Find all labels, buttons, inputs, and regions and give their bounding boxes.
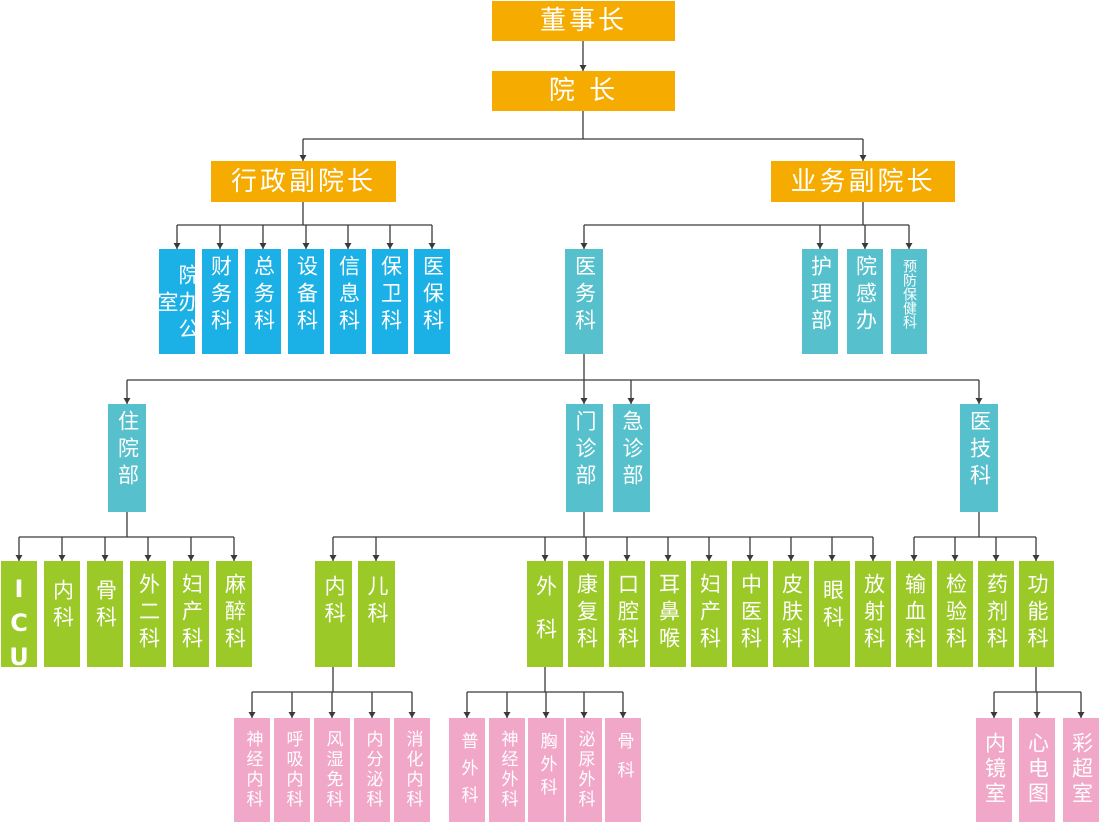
node-internal-gastroenterology: 消化内科	[394, 718, 430, 822]
node-outpatient-stomatology: 口腔科	[609, 561, 645, 667]
node-preventive-care: 预防保健科	[891, 249, 927, 354]
node-icu: ICU	[1, 561, 37, 677]
node-office: 院办公室	[155, 249, 200, 354]
node-function-endoscopy: 内镜室	[976, 718, 1012, 822]
node-surgery-thoracic: 胸外科	[528, 718, 564, 822]
node-chairman: 董事长	[492, 1, 675, 41]
node-tech-transfusion: 输血科	[896, 561, 932, 667]
node-function-ecg: 心电图	[1019, 718, 1055, 822]
node-medical-affairs: 医务科	[565, 249, 603, 354]
node-surgery-ortho: 骨科	[605, 718, 641, 822]
node-outpatient-dermatology: 皮肤科	[773, 561, 809, 667]
node-outpatient-ophthalmology: 眼科	[814, 561, 850, 667]
node-inpatient-orthopedics: 骨科	[87, 561, 123, 667]
node-infection-control: 院感办	[847, 249, 883, 354]
node-business-vp: 业务副院长	[771, 161, 955, 202]
node-outpatient-tcm: 中医科	[732, 561, 768, 667]
node-internal-endocrinology: 内分泌科	[354, 718, 390, 822]
node-admin-vp: 行政副院长	[211, 161, 396, 202]
node-medical-insurance: 医保科	[414, 249, 450, 354]
node-general-affairs: 总务科	[245, 249, 281, 354]
node-emergency: 急诊部	[613, 404, 650, 512]
node-inpatient-obgyn: 妇产科	[173, 561, 209, 667]
node-equipment: 设备科	[288, 249, 324, 354]
node-inpatient: 住院部	[108, 404, 146, 512]
node-inpatient-internal: 内科	[44, 561, 80, 667]
node-surgery-urology: 泌尿外科	[566, 718, 602, 822]
node-tech-laboratory: 检验科	[937, 561, 973, 667]
node-outpatient-surgery: 外科	[527, 561, 563, 667]
node-president: 院 长	[492, 71, 675, 111]
node-internal-respiratory: 呼吸内科	[274, 718, 310, 822]
node-function-ultrasound: 彩超室	[1063, 718, 1099, 822]
node-outpatient-internal: 内科	[315, 561, 352, 667]
node-outpatient-pediatrics: 儿科	[358, 561, 395, 667]
node-surgery-neuro: 神经外科	[489, 718, 525, 822]
node-outpatient-rehab: 康复科	[568, 561, 604, 667]
node-information: 信息科	[330, 249, 366, 354]
node-tech-function: 功能科	[1019, 561, 1054, 667]
node-inpatient-anesthesia: 麻醉科	[216, 561, 252, 667]
node-inpatient-surgery2: 外二科	[130, 561, 166, 667]
node-nursing: 护理部	[802, 249, 838, 354]
node-outpatient-obgyn: 妇产科	[691, 561, 727, 667]
node-outpatient-ent: 耳鼻喉	[650, 561, 686, 667]
node-medical-tech: 医技科	[960, 404, 998, 512]
node-surgery-general: 普外科	[449, 718, 485, 822]
node-finance: 财务科	[202, 249, 238, 354]
node-tech-pharmacy: 药剂科	[978, 561, 1014, 667]
node-internal-rheumatology: 风湿免科	[314, 718, 350, 822]
node-outpatient-radiology: 放射科	[855, 561, 891, 667]
node-internal-neurology: 神经内科	[234, 718, 270, 822]
node-outpatient: 门诊部	[566, 404, 603, 512]
node-security: 保卫科	[372, 249, 408, 354]
